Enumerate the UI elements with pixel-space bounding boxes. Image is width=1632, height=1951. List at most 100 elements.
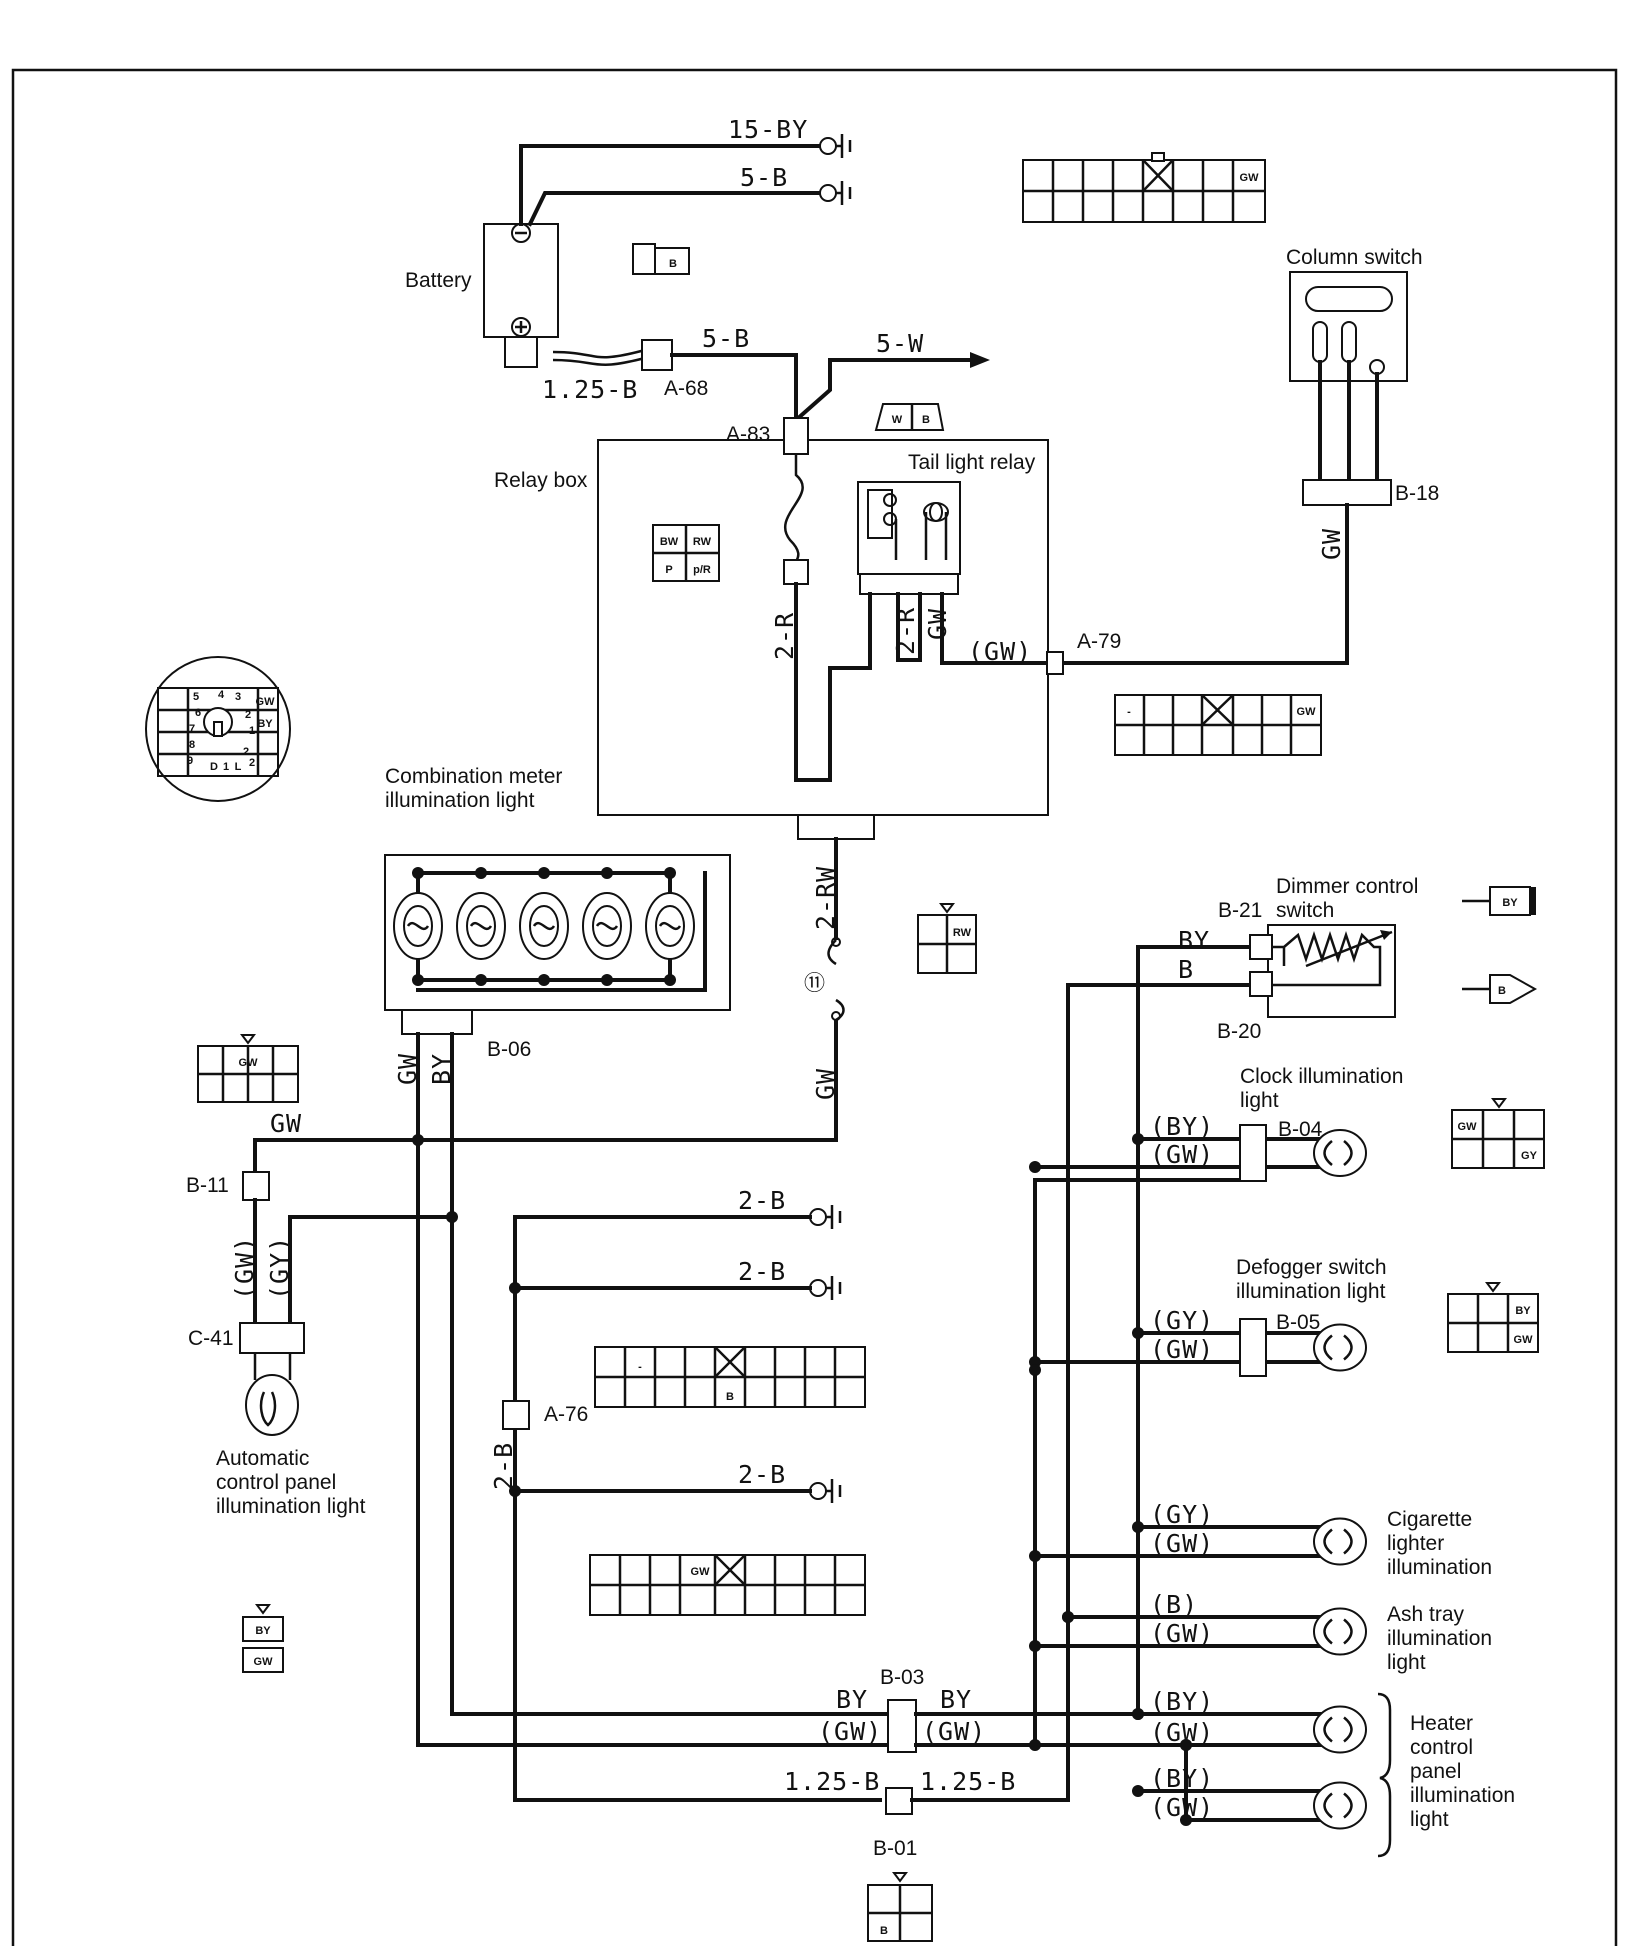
junction-dot xyxy=(1029,1550,1041,1562)
wire-label: (GW) xyxy=(1150,1529,1214,1558)
svg-text:GW: GW xyxy=(1514,1334,1534,1346)
connector-a76 xyxy=(502,1400,530,1430)
junction-dot xyxy=(1029,1161,1041,1173)
clock-label-2: light xyxy=(1240,1089,1279,1112)
wire-label-gw-paren: (GW) xyxy=(968,637,1032,666)
svg-text:B: B xyxy=(880,1925,888,1937)
lamp-labels: Clock illumination light B-04 Defogger s… xyxy=(1236,1065,1515,1858)
ignition-pin-label: L xyxy=(235,761,242,773)
cigarette-label-1: Cigarette xyxy=(1387,1508,1472,1531)
junction-dot xyxy=(601,867,613,879)
wire-5b-main xyxy=(670,353,798,422)
ignition-pin-label: 4 xyxy=(218,689,225,701)
wire-label-gw-fuse: GW xyxy=(811,1068,840,1100)
wire-label: (BY) xyxy=(1150,1764,1214,1793)
svg-text:RW: RW xyxy=(953,927,972,939)
defogger-bulb xyxy=(1313,1323,1367,1372)
connector-a68 xyxy=(641,339,673,371)
wire-15by xyxy=(519,144,820,226)
battery-symbol xyxy=(483,223,559,338)
defogger-label-1: Defogger switch xyxy=(1236,1256,1387,1279)
connector-face-a76: B - xyxy=(594,1346,866,1408)
heater-1-bulb xyxy=(1313,1705,1367,1754)
meter-bulb-inner xyxy=(592,905,622,947)
ground-bus: 2-B 2-B 2-B A-76 2-B 1.25-B 1.25-B B-01 … xyxy=(489,983,1070,1942)
cigarette-bulb xyxy=(1313,1517,1367,1566)
heater-2-bulb xyxy=(1313,1781,1367,1830)
wire-label-gw-b11: (GW) xyxy=(230,1236,259,1300)
ignition-pin-label: 2 xyxy=(249,757,255,769)
connector-b18 xyxy=(1302,479,1392,506)
bulb-filament xyxy=(1323,1716,1353,1743)
auto-panel-label-2: control panel xyxy=(216,1471,336,1494)
connector-face-clock: GW GY xyxy=(1451,1098,1545,1169)
dimmer-label-2: switch xyxy=(1276,899,1334,922)
wire-label-5b: 5-B xyxy=(740,163,788,192)
ignition-pin-label: 1 xyxy=(223,761,229,773)
defogger-label-2: illumination light xyxy=(1236,1280,1386,1303)
svg-text:BW: BW xyxy=(660,536,679,548)
wire-label-by-b06: BY xyxy=(427,1053,456,1085)
svg-text:p/R: p/R xyxy=(693,564,711,576)
wire-label-15by: 15-BY xyxy=(728,115,808,144)
svg-text:GW: GW xyxy=(1240,172,1260,184)
wire-label-gw-h: GW xyxy=(270,1109,302,1138)
bulb-filament xyxy=(1323,1792,1353,1819)
wire-label-b-dim: B xyxy=(1178,955,1194,984)
svg-text:B: B xyxy=(1498,985,1506,997)
wire-label-by-b03l: BY xyxy=(836,1685,868,1714)
ground-terminal xyxy=(809,1279,827,1297)
wire-label: (GW) xyxy=(1150,1793,1214,1822)
meter-bulb-inner xyxy=(529,905,559,947)
ignition-pin-label: 5 xyxy=(193,691,199,703)
connector-face-lower: GW xyxy=(589,1554,866,1616)
column-switch: Column switch B-18 GW xyxy=(1045,246,1439,665)
connector-b11 xyxy=(242,1171,270,1201)
meter-bulb-inner xyxy=(403,905,433,947)
meter-bulb-filament xyxy=(658,921,682,931)
wire-label-gw-b06: GW xyxy=(393,1053,422,1085)
ashtray-bulb xyxy=(1313,1607,1367,1656)
relay-box-outline xyxy=(597,439,1049,816)
junction-dot xyxy=(412,974,424,986)
junction-dot xyxy=(1029,1640,1041,1652)
wire-label-2r: 2-R xyxy=(770,612,799,660)
junction-dot xyxy=(1132,1327,1144,1339)
page-frame xyxy=(11,68,1618,1946)
junction-dot xyxy=(1132,1521,1144,1533)
connector-label-a76: A-76 xyxy=(544,1403,588,1426)
wire-label-2b-2: 2-B xyxy=(738,1257,786,1286)
wire-label-2b-1: 2-B xyxy=(738,1186,786,1215)
heater-label-1: Heater xyxy=(1410,1712,1473,1735)
connector-label-a79: A-79 xyxy=(1077,630,1121,653)
wire-label: (GW) xyxy=(1150,1619,1214,1648)
ignition-pin-label: 2 xyxy=(243,746,249,758)
dimmer-label-1: Dimmer control xyxy=(1276,875,1418,898)
junction-dot xyxy=(1132,1785,1144,1797)
ground-terminal xyxy=(809,1482,827,1500)
connector-face-rw: RW xyxy=(917,903,977,974)
connector-label-b11: B-11 xyxy=(186,1174,229,1197)
svg-text:BY: BY xyxy=(1502,897,1518,909)
junction-dot xyxy=(475,867,487,879)
bulb-filament xyxy=(1323,1140,1353,1166)
junction-dot xyxy=(1029,1739,1041,1751)
dimmer-control-switch: Dimmer control switch B-21 B-20 xyxy=(1217,875,1418,1043)
svg-text:W: W xyxy=(892,414,903,426)
connector-label-b01: B-01 xyxy=(873,1837,917,1860)
wire-5b-ground xyxy=(527,191,820,227)
wire-label-2b-3: 2-B xyxy=(738,1460,786,1489)
meter-bulb-filament xyxy=(469,921,493,931)
junction-dot xyxy=(601,974,613,986)
relay-box: Relay box Tail light relay A-83 BW RW P … xyxy=(253,417,1121,1142)
junction-dot xyxy=(1180,1739,1192,1751)
meter-bulb-inner xyxy=(655,905,685,947)
bulb-filament xyxy=(1323,1528,1353,1555)
junction-dot xyxy=(475,974,487,986)
svg-text:BY: BY xyxy=(257,718,273,730)
connector-face-b06: GW xyxy=(197,1034,299,1103)
cigarette-label-2: lighter xyxy=(1387,1532,1444,1555)
meter-bulb-filament xyxy=(595,921,619,931)
